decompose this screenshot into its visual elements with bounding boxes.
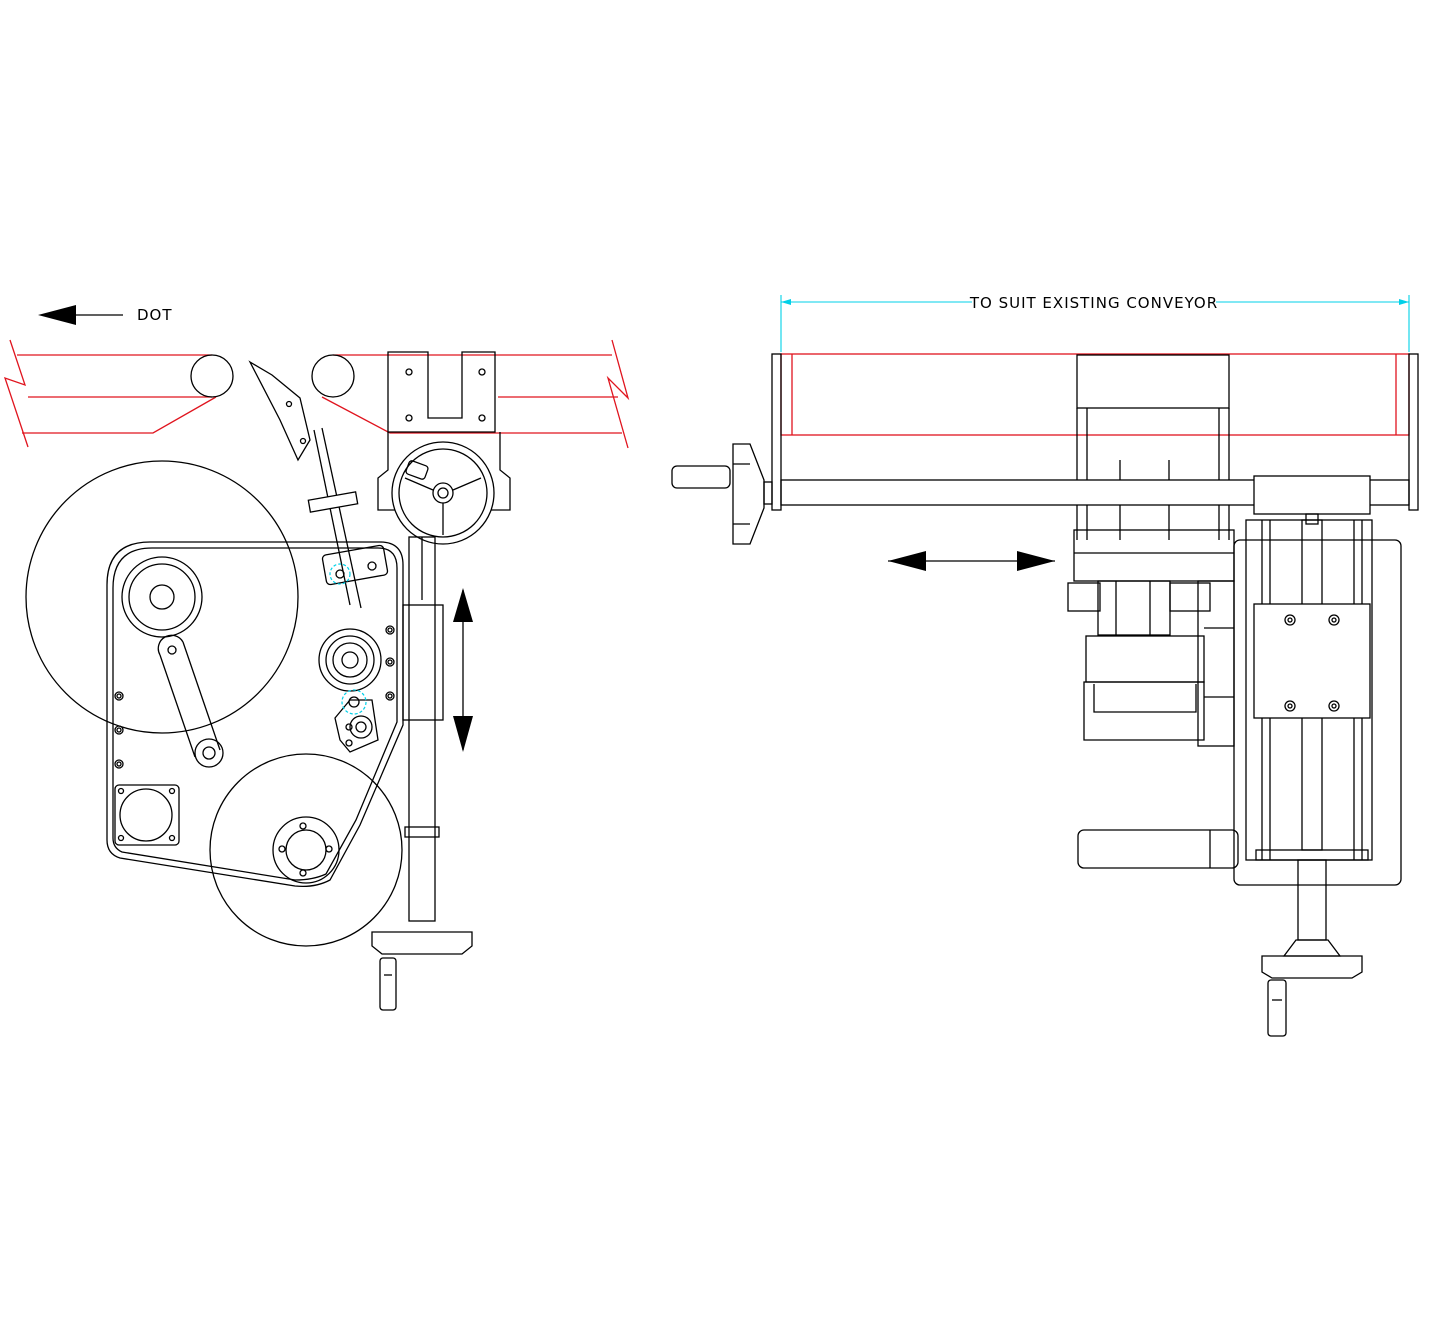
rewind-spindle-hub — [272, 816, 340, 884]
conveyor-roller-right — [311, 354, 355, 398]
main-back-plate — [106, 541, 404, 888]
nip-roller-assembly — [334, 689, 379, 753]
applicator-body — [1067, 529, 1235, 747]
vertical-column — [402, 536, 444, 922]
dot-label: DOT — [137, 306, 173, 324]
cross-bar — [780, 479, 1410, 506]
dancer-arm — [157, 634, 224, 768]
top-housing — [1076, 354, 1230, 409]
conveyor-right-segment — [321, 339, 630, 449]
lower-crank-assembly — [1261, 859, 1363, 1037]
motor-flange — [114, 784, 180, 846]
guide-bracket — [321, 544, 389, 586]
dimension-label: TO SUIT EXISTING CONVEYOR — [969, 294, 1218, 312]
reel-shafts — [1077, 829, 1239, 869]
drive-roller — [318, 628, 382, 692]
conveyor-roller-left — [190, 354, 234, 398]
front-elevation-view: TO SUIT EXISTING CONVEYOR — [671, 294, 1419, 1037]
slide-assembly — [1233, 513, 1402, 886]
conveyor-width-dimension — [780, 295, 1410, 352]
peel-plate-arm — [248, 360, 362, 609]
lateral-adjust-handwheel — [671, 443, 773, 545]
conveyor-side-right — [1408, 353, 1419, 511]
bottom-crank-handle — [371, 931, 473, 1011]
side-elevation-view: DOT — [3, 305, 630, 1011]
dot-arrow — [38, 305, 123, 325]
supply-spindle-hub — [121, 556, 203, 638]
height-adjust-handwheel — [391, 441, 495, 545]
plate-fixing-holes — [114, 625, 395, 769]
label-supply-reel — [25, 460, 299, 734]
conveyor-side-left — [771, 353, 782, 511]
conveyor-left-segment — [3, 339, 217, 448]
carriage-block — [1253, 475, 1371, 515]
housing-rails — [1076, 408, 1230, 540]
backing-rewind-reel — [209, 753, 403, 947]
